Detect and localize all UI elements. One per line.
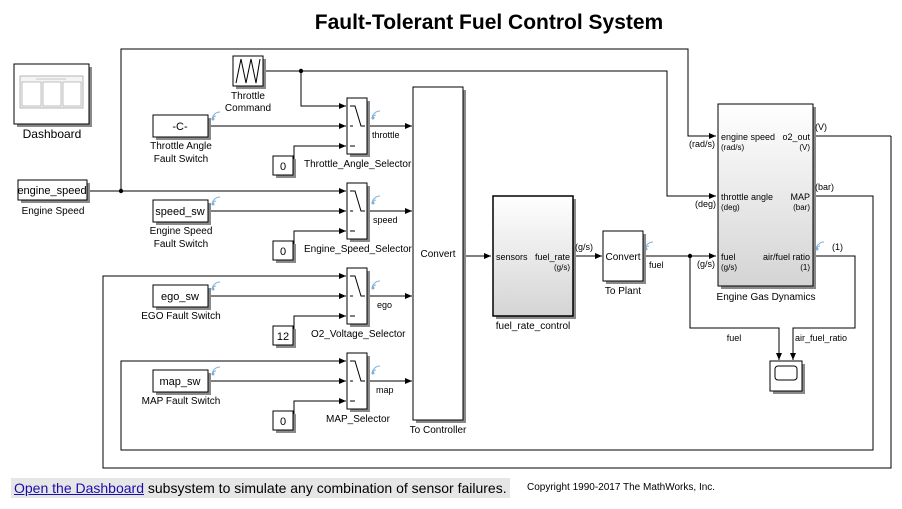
engine-speed-inport[interactable]: engine_speed Engine Speed	[17, 179, 90, 217]
throttle-command-block[interactable]: Throttle Command	[225, 55, 271, 114]
sensors-port-label: sensors	[496, 252, 528, 262]
footer-note: Open the Dashboard subsystem to simulate…	[11, 478, 510, 498]
throttle-command-label-2: Command	[225, 103, 271, 114]
throttle-fault-label-2: Fault Switch	[154, 154, 208, 165]
to-plant-label: To Plant	[605, 286, 641, 297]
v-wire-unit: (V)	[815, 122, 827, 132]
throttle-selector-label: Throttle_Angle_Selector	[304, 159, 412, 170]
dashboard-label: Dashboard	[23, 127, 82, 141]
map-sw-block[interactable]: map_sw MAP Fault Switch	[142, 369, 221, 407]
map-port-unit: (bar)	[793, 203, 810, 212]
o2-out-port: o2_out	[782, 132, 810, 142]
map-selector-label: MAP_Selector	[326, 414, 391, 425]
ego-sw-block[interactable]: ego_sw EGO Fault Switch	[141, 284, 221, 322]
diagram-title: Fault-Tolerant Fuel Control System	[314, 11, 664, 34]
scope-screen-icon	[774, 365, 798, 381]
dashboard-subsystem[interactable]: Dashboard	[13, 63, 92, 141]
constant-speed-zero-text: 0	[280, 246, 286, 258]
constant-map-zero[interactable]: 0	[272, 410, 296, 433]
to-plant-block[interactable]: Convert To Plant fuel	[602, 230, 664, 297]
copyright-text: Copyright 1990-2017 The MathWorks, Inc.	[527, 482, 716, 493]
ego-sw-label: EGO Fault Switch	[141, 311, 220, 322]
map-selector[interactable]: map MAP_Selector	[326, 352, 394, 425]
g-s-wire-unit: (g/s)	[697, 259, 715, 269]
throttle-signal-label: throttle	[372, 130, 400, 140]
fuel-wire-label: fuel	[649, 260, 664, 270]
throttle-command-label-1: Throttle	[231, 91, 265, 102]
o2-voltage-selector[interactable]: ego O2_Voltage_Selector	[311, 267, 406, 340]
o2-out-port-unit: (V)	[799, 143, 810, 152]
fuel-rate-control-subsystem[interactable]: sensors fuel_rate (g/s) fuel_rate_contro…	[492, 195, 593, 332]
air-fuel-ratio-port: air/fuel ratio	[763, 252, 810, 262]
constant-ego-twelve[interactable]: 12	[272, 325, 296, 348]
map-sw-label: MAP Fault Switch	[142, 396, 221, 407]
fuel-rate-control-label: fuel_rate_control	[496, 321, 571, 332]
fuel-port: fuel	[721, 252, 736, 262]
o2-selector-label: O2_Voltage_Selector	[311, 329, 406, 340]
throttle-angle-port: throttle angle	[721, 192, 773, 202]
throttle-angle-port-unit: (deg)	[721, 203, 740, 212]
constant-ego-twelve-text: 12	[277, 331, 289, 343]
engine-speed-inport-text: engine_speed	[17, 185, 86, 197]
constant-throttle-zero-text: 0	[280, 161, 286, 173]
speed-sw-label-1: Engine Speed	[150, 226, 213, 237]
footer-text: subsystem to simulate any combination of…	[143, 480, 507, 496]
signal-lines	[89, 48, 892, 469]
map-sw-text: map_sw	[160, 376, 201, 388]
ratio-wire-unit: (1)	[832, 242, 843, 252]
scope-block[interactable]: fuel air_fuel_ratio	[727, 333, 847, 394]
rad-s-wire-unit: (rad/s)	[689, 139, 715, 149]
scope-afr-label: air_fuel_ratio	[795, 333, 847, 343]
engine-speed-selector[interactable]: speed Engine_Speed_Selector	[304, 182, 413, 255]
speed-sw-text: speed_sw	[155, 206, 205, 218]
constant-map-zero-text: 0	[280, 416, 286, 428]
bar-wire-unit: (bar)	[815, 182, 834, 192]
fuel-rate-port-label: fuel_rate	[535, 252, 570, 262]
fuel-rate-wire-unit: (g/s)	[575, 242, 593, 252]
map-port: MAP	[790, 192, 810, 202]
speed-sw-block[interactable]: speed_sw Engine Speed Fault Switch	[150, 199, 213, 250]
to-plant-text: Convert	[605, 252, 640, 263]
engine-speed-port-unit: (rad/s)	[721, 143, 744, 152]
engine-gas-dynamics-subsystem[interactable]: engine speed (rad/s) throttle angle (deg…	[689, 103, 843, 303]
map-signal-label: map	[376, 385, 394, 395]
throttle-fault-constant-text: -C-	[172, 121, 188, 133]
to-controller-block[interactable]: Convert To Controller	[410, 86, 467, 436]
throttle-fault-label-1: Throttle Angle	[150, 141, 212, 152]
constant-speed-zero[interactable]: 0	[272, 240, 296, 263]
to-controller-label: To Controller	[410, 425, 467, 436]
open-dashboard-link[interactable]: Open the Dashboard	[14, 480, 144, 496]
ego-sw-text: ego_sw	[161, 291, 199, 303]
engine-gas-dynamics-label: Engine Gas Dynamics	[717, 292, 816, 303]
speed-sw-label-2: Fault Switch	[154, 239, 208, 250]
speed-signal-label: speed	[373, 215, 398, 225]
scope-fuel-label: fuel	[727, 333, 742, 343]
throttle-fault-constant[interactable]: -C- Throttle Angle Fault Switch	[150, 114, 212, 165]
throttle-angle-selector[interactable]: throttle Throttle_Angle_Selector	[304, 97, 412, 170]
engine-speed-port: engine speed	[721, 132, 775, 142]
fuel-rate-port-unit: (g/s)	[554, 263, 570, 272]
deg-wire-unit: (deg)	[695, 199, 716, 209]
engine-speed-label: Engine Speed	[22, 206, 85, 217]
to-controller-text: Convert	[420, 249, 455, 260]
air-fuel-ratio-port-unit: (1)	[800, 263, 810, 272]
speed-selector-label: Engine_Speed_Selector	[304, 244, 413, 255]
constant-throttle-zero[interactable]: 0	[272, 155, 296, 178]
fuel-port-unit: (g/s)	[721, 263, 737, 272]
ego-signal-label: ego	[377, 300, 392, 310]
